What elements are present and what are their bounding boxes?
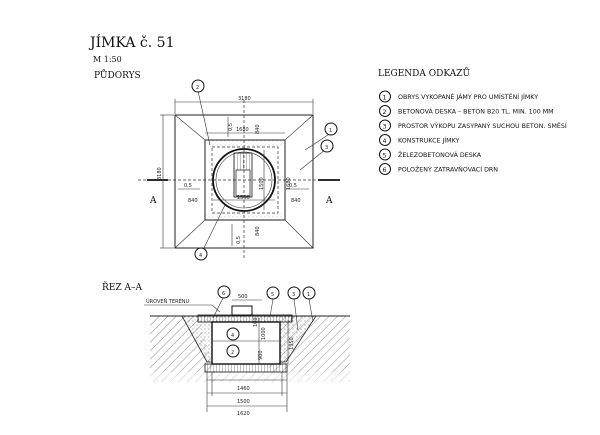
section-mark-left: A — [149, 196, 157, 206]
offset-bottom: 0,5 — [236, 236, 242, 244]
section-callout-3: 3 — [292, 292, 295, 298]
legend-marker-3 — [379, 119, 391, 132]
section-mark-right: A — [325, 196, 333, 206]
legend-number-6: 6 — [383, 167, 387, 174]
section-slab — [197, 314, 293, 323]
legend-number-5: 5 — [383, 153, 387, 160]
section-callout-2: 2 — [231, 350, 234, 356]
legend-marker-6 — [379, 163, 391, 175]
legend-title: LEGENDA ODKAZŮ — [378, 67, 470, 79]
dim-900: 900 — [258, 350, 264, 360]
plan-view: A A 3180 3180 1680 840 840 840 840 1680 … — [138, 79, 340, 261]
plan-label: PŮDORYS — [94, 69, 141, 81]
dim-inner-1680: 1680 — [236, 127, 249, 133]
offset-left: 0,5 — [184, 183, 192, 189]
plan-callout-1: 1 — [329, 128, 332, 134]
offset-top: 0,5 — [228, 123, 234, 131]
dim-right-1680: 1680 — [286, 177, 292, 190]
dim-1500: 1500 — [237, 399, 250, 405]
legend-marker-4 — [379, 134, 391, 146]
offset-right: 0,5 — [289, 183, 297, 189]
legend-number-2: 2 — [383, 109, 387, 116]
dim-top-500: 500 — [238, 294, 248, 300]
plan-callout-2: 2 — [196, 85, 199, 91]
legend-text-4: KONSTRUKCE JÍMKY — [398, 136, 459, 145]
drawing-scale: M 1:50 — [93, 55, 122, 64]
section-callout-4: 4 — [231, 333, 234, 339]
dim-1000: 1000 — [261, 327, 267, 340]
dim-1350: 1350 — [289, 337, 295, 350]
dim-1500-h: 1500 — [237, 195, 250, 201]
section-callout-1: 1 — [307, 292, 310, 298]
plan-callout-3: 3 — [325, 145, 328, 151]
dim-1500-v: 1500 — [259, 177, 265, 190]
dim-inner-840-d: 840 — [255, 226, 261, 236]
dim-1620: 1620 — [237, 411, 250, 417]
legend-marker-2 — [379, 105, 391, 117]
legend-text-1: OBRYS VYKOPANÉ JÁMY PRO UMÍSTĚNÍ JÍMKY — [398, 92, 538, 101]
section-callout-5: 5 — [271, 292, 274, 298]
dim-inner-840-b: 840 — [188, 198, 198, 204]
section-tank — [211, 321, 281, 365]
dim-inner-840-c: 840 — [291, 198, 301, 204]
dim-inner-840-a: 840 — [255, 124, 261, 134]
section-label: ŘEZ A–A — [102, 281, 142, 293]
plan-callout-4: 4 — [199, 253, 202, 259]
dim-top-3180: 3180 — [238, 96, 251, 102]
section-base — [204, 363, 288, 373]
legend-marker-1 — [379, 90, 391, 103]
section-callout-6: 6 — [222, 291, 225, 297]
legend-number-3: 3 — [383, 124, 387, 131]
drawing-title: JÍMKA č. 51 — [88, 33, 175, 51]
legend-text-2: BETONOVÁ DESKA – BETON B20 TL. MIN. 100 … — [398, 107, 554, 116]
dim-left-3180: 3180 — [157, 167, 163, 180]
legend-number-4: 4 — [383, 138, 387, 145]
section-view: ŘEZ A–A ÚROVEŇ TERÉNU 500 100 1000 900 1… — [102, 281, 350, 417]
dim-1460: 1460 — [237, 386, 250, 392]
legend-text-5: ŽELEZOBETONOVÁ DESKA — [398, 150, 482, 159]
legend-text-6: POLOŽENÝ ZATRAVŇOVACÍ DRN — [398, 165, 498, 174]
ground-level-label: ÚROVEŇ TERÉNU — [146, 297, 189, 305]
dim-100: 100 — [253, 317, 259, 327]
legend-text-3: PROSTOR VÝKOPU ZASYPANÝ SUCHOU BETON. SM… — [398, 121, 567, 130]
legend-number-1: 1 — [383, 95, 387, 102]
legend-marker-5 — [379, 148, 391, 161]
legend: LEGENDA ODKAZŮ 1 OBRYS VYKOPANÉ JÁMY PRO … — [378, 67, 567, 175]
